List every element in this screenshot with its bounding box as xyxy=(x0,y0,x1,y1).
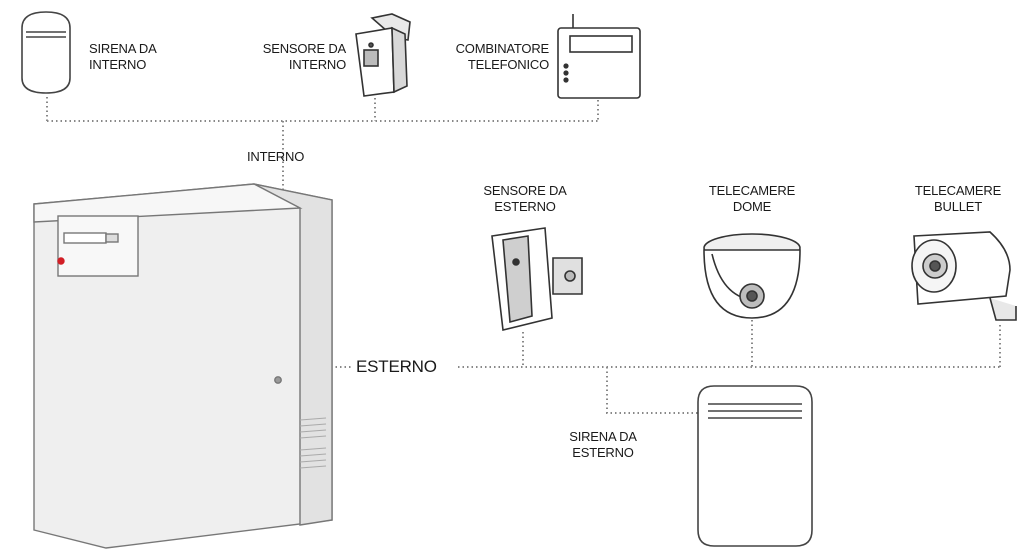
bullet-camera-icon xyxy=(911,231,1017,321)
indoor-sensor-label-line2: INTERNO xyxy=(288,57,346,72)
bullet-cameras-label-line2: BULLET xyxy=(934,199,982,214)
outdoor-sensor-label-line1: SENSORE DA xyxy=(483,183,567,198)
indoor-sensor-label: SENSORE DA INTERNO xyxy=(246,41,346,73)
bullet-cameras-label: TELECAMERE BULLET xyxy=(903,183,1013,215)
indoor-bus-label-text: INTERNO xyxy=(247,149,305,164)
dialer-label: COMBINATORE TELEFONICO xyxy=(424,41,550,73)
outdoor-siren-label-line1: SIRENA DA xyxy=(569,429,637,444)
dome-cameras-label-line1: TELECAMERE xyxy=(708,183,796,198)
indoor-sensor-icon xyxy=(355,13,411,97)
dialer-label-line1: COMBINATORE xyxy=(455,41,550,56)
outdoor-sensor-label: SENSORE DA ESTERNO xyxy=(470,183,580,215)
dome-cameras-label: TELECAMERE DOME xyxy=(697,183,807,215)
outdoor-siren-label: SIRENA DA ESTERNO xyxy=(548,429,658,461)
dome-camera-icon xyxy=(703,233,801,319)
indoor-siren-label-line1: SIRENA DA xyxy=(89,41,157,56)
control-panel xyxy=(33,183,333,549)
dialer-label-line2: TELEFONICO xyxy=(467,57,549,72)
indoor-siren-label-line2: INTERNO xyxy=(89,57,147,72)
outdoor-siren-label-line2: ESTERNO xyxy=(572,445,634,460)
outdoor-siren-icon xyxy=(697,385,813,547)
dome-cameras-label-line2: DOME xyxy=(732,199,772,214)
indoor-sensor-label-line1: SENSORE DA xyxy=(262,41,346,56)
outdoor-siren-link xyxy=(606,367,698,414)
bullet-cameras-label-line1: TELECAMERE xyxy=(914,183,1002,198)
indoor-bus-label: INTERNO xyxy=(247,149,304,165)
indoor-siren-label: SIRENA DA INTERNO xyxy=(89,41,157,73)
dialer-icon xyxy=(557,14,641,99)
outdoor-sensor-label-line2: ESTERNO xyxy=(494,199,556,214)
indoor-siren-icon xyxy=(21,11,71,94)
outdoor-sensor-icon xyxy=(491,227,583,331)
outdoor-bus-label-text: ESTERNO xyxy=(356,357,437,376)
outdoor-bus-label: ESTERNO xyxy=(356,357,437,377)
